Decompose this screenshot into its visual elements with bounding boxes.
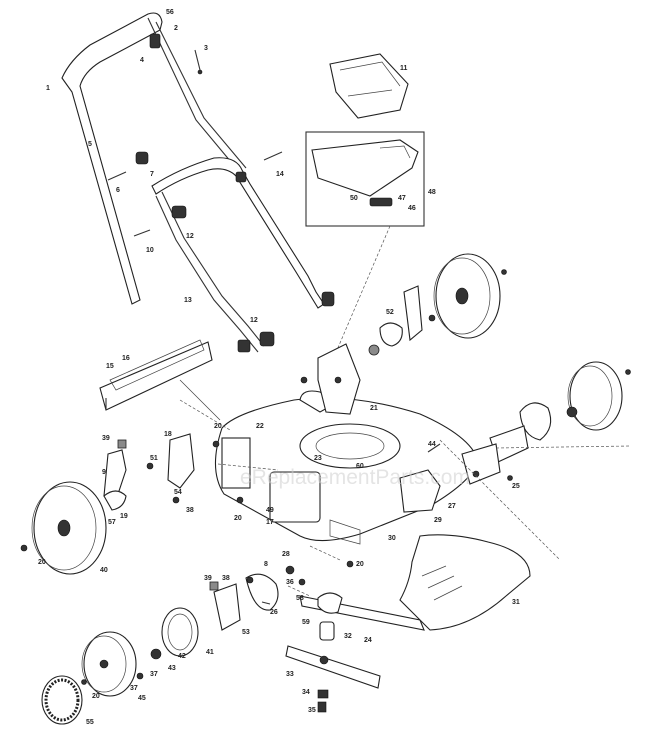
label-13: 13 — [184, 297, 192, 304]
label-48: 48 — [428, 189, 436, 196]
label-16: 16 — [122, 355, 130, 362]
label-54: 54 — [174, 489, 182, 496]
label-8: 8 — [264, 561, 268, 568]
label-22: 22 — [256, 423, 264, 430]
label-59: 59 — [302, 619, 310, 626]
label-51: 51 — [150, 455, 158, 462]
label-6: 6 — [116, 187, 120, 194]
mulch-plug-box — [289, 131, 425, 461]
label-7: 7 — [150, 171, 154, 178]
label-47: 47 — [398, 195, 406, 202]
lower-handle — [151, 157, 325, 353]
label-5: 5 — [88, 141, 92, 148]
label-49: 49 — [266, 507, 274, 514]
label-35: 35 — [308, 707, 316, 714]
label-40: 40 — [100, 567, 108, 574]
label-18: 18 — [164, 431, 172, 438]
label-56: 56 — [166, 9, 174, 16]
label-26: 26 — [270, 609, 278, 616]
left-rear-adjuster — [103, 433, 244, 511]
height-adjuster-52 — [368, 285, 436, 356]
deflector-part-11 — [329, 53, 409, 119]
label-39a: 39 — [102, 435, 110, 442]
blade-assembly — [285, 560, 425, 713]
label-14: 14 — [276, 171, 284, 178]
label-2: 2 — [174, 25, 178, 32]
label-31: 31 — [512, 599, 520, 606]
label-38b: 38 — [222, 575, 230, 582]
part-labels: 1 2 3 4 56 5 6 7 10 12 12 13 14 11 48 50… — [38, 9, 520, 726]
label-10: 10 — [146, 247, 154, 254]
label-29: 29 — [434, 517, 442, 524]
label-20d: 20 — [38, 559, 46, 566]
label-42: 42 — [178, 653, 186, 660]
label-50: 50 — [350, 195, 358, 202]
label-3a: 3 — [204, 45, 208, 52]
label-41: 41 — [206, 649, 214, 656]
label-27: 27 — [448, 503, 456, 510]
label-28: 28 — [282, 551, 290, 558]
label-9: 9 — [102, 469, 106, 476]
label-11: 11 — [400, 65, 408, 72]
label-12b: 12 — [250, 317, 258, 324]
label-30: 30 — [388, 535, 396, 542]
label-43: 43 — [168, 665, 176, 672]
label-53: 53 — [242, 629, 250, 636]
grass-bag-31 — [399, 439, 631, 631]
label-20b: 20 — [234, 515, 242, 522]
label-12a: 12 — [186, 233, 194, 240]
label-17: 17 — [266, 519, 274, 526]
label-34: 34 — [302, 689, 310, 696]
label-60: 60 — [356, 463, 364, 470]
label-24: 24 — [364, 637, 372, 644]
label-21: 21 — [370, 405, 378, 412]
wheel-hubcap-55 — [41, 675, 83, 725]
label-38a: 38 — [186, 507, 194, 514]
label-58: 58 — [296, 595, 304, 602]
label-20a: 20 — [214, 423, 222, 430]
label-20e: 20 — [92, 693, 100, 700]
handle-hardware — [107, 33, 335, 353]
upper-right-wheel — [433, 253, 507, 339]
label-25: 25 — [512, 483, 520, 490]
label-36: 36 — [286, 579, 294, 586]
label-57: 57 — [108, 519, 116, 526]
label-44: 44 — [428, 441, 436, 448]
label-45: 45 — [138, 695, 146, 702]
right-height-adjuster — [427, 402, 552, 485]
label-33: 33 — [286, 671, 294, 678]
right-front-wheel — [566, 361, 631, 431]
label-32: 32 — [344, 633, 352, 640]
label-4: 4 — [140, 57, 144, 64]
label-23: 23 — [314, 455, 322, 462]
label-37a: 37 — [150, 671, 158, 678]
label-52: 52 — [386, 309, 394, 316]
label-15: 15 — [106, 363, 114, 370]
label-20c: 20 — [356, 561, 364, 568]
front-adjuster-assembly — [136, 573, 279, 680]
label-19: 19 — [120, 513, 128, 520]
label-37b: 37 — [130, 685, 138, 692]
label-46: 46 — [408, 205, 416, 212]
label-1: 1 — [46, 85, 50, 92]
left-rear-wheel — [20, 481, 107, 575]
rear-bracket-21 — [300, 343, 361, 415]
left-front-wheel — [81, 631, 137, 697]
label-55: 55 — [86, 719, 94, 726]
label-39b: 39 — [204, 575, 212, 582]
rear-flap-assembly — [99, 339, 221, 421]
watermark: eReplacementParts.com — [240, 466, 470, 489]
